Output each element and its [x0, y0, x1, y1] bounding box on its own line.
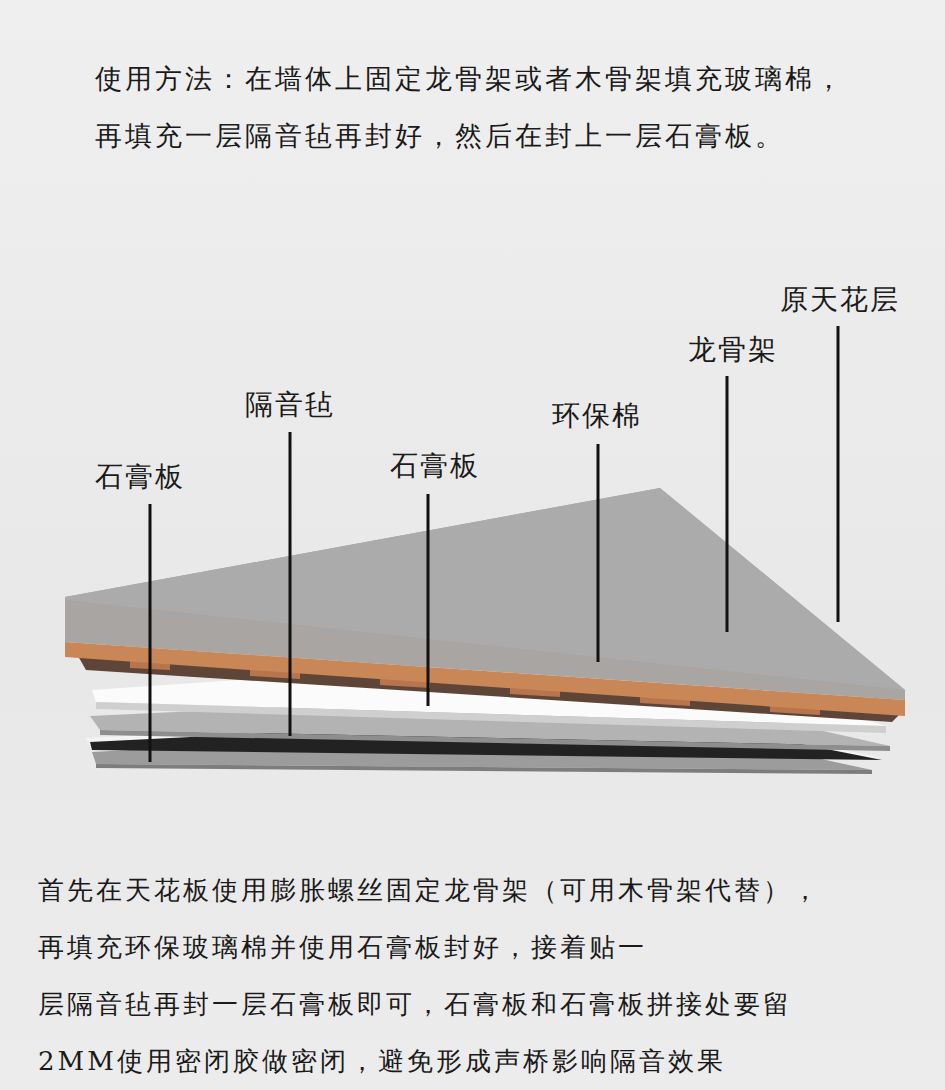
part-label: 龙骨架: [688, 333, 778, 367]
board-edge: [100, 730, 890, 751]
keel-frame-strip: [65, 642, 905, 716]
part-label: 环保棉: [552, 399, 642, 433]
part-label: 石膏板: [390, 449, 480, 483]
instruction-text: 首先在天花板使用膨胀螺丝固定龙骨架（可用木骨架代替）， 再填充环保玻璃棉并使用石…: [38, 862, 938, 1090]
leader-lines: [150, 326, 838, 762]
part-label: 石膏板: [95, 460, 185, 494]
part-label: 原天花层: [780, 283, 900, 317]
ceiling-slab: [65, 488, 905, 700]
board-edge: [96, 764, 872, 774]
usage-text: 使用方法：在墙体上固定龙骨架或者木骨架填充玻璃棉， 再填充一层隔音毡再封好，然后…: [95, 50, 925, 164]
part-label: 隔音毡: [245, 388, 335, 422]
